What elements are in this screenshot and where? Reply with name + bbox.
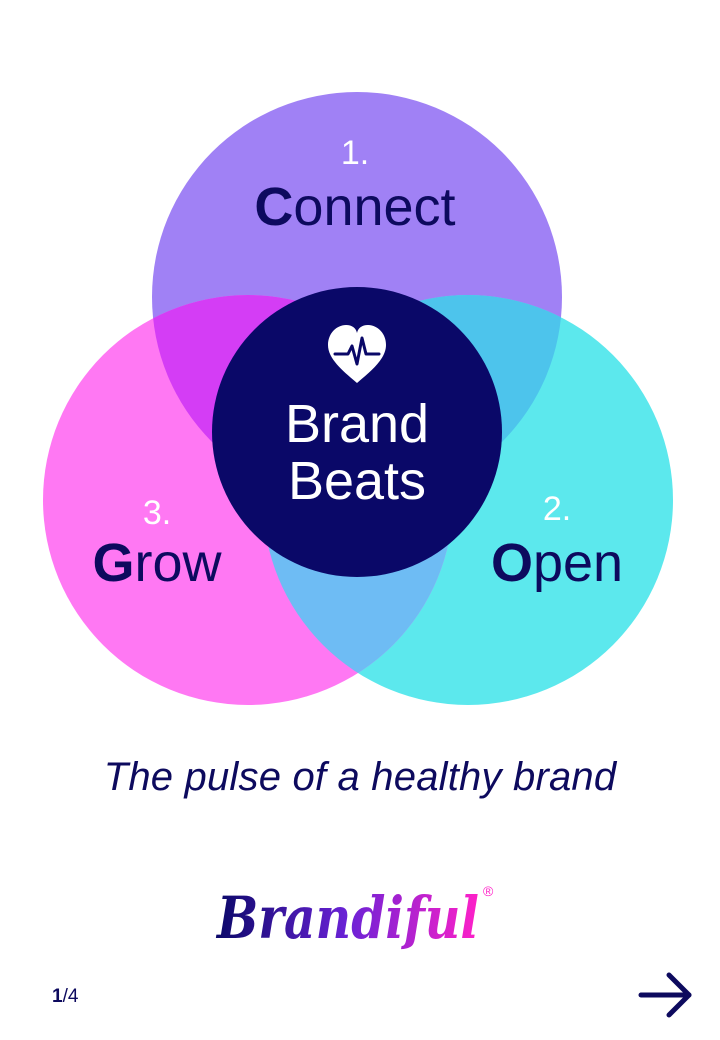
center-title-line2: Beats: [288, 451, 426, 511]
page-indicator: 1/4: [52, 986, 78, 1008]
open-number: 2.: [543, 490, 571, 528]
center-circle: [212, 287, 502, 577]
grow-initial: G: [92, 533, 134, 593]
arrow-right-icon: [638, 972, 692, 1018]
connect-label: Connect: [254, 177, 455, 237]
open-initial: O: [491, 533, 533, 593]
heart-pulse-icon: [328, 325, 386, 383]
page-total: /4: [62, 986, 79, 1007]
open-rest: pen: [533, 533, 623, 593]
logo-wordmark: Brandiful: [215, 884, 479, 952]
grow-label: Grow: [92, 533, 222, 593]
connect-initial: C: [254, 177, 293, 237]
center-title-line1: Brand: [285, 394, 429, 454]
logo-registered-mark: ®: [483, 883, 494, 899]
venn-diagram: Brand Beats 1. Connect 2. Open 3. Grow: [43, 92, 673, 705]
grow-number: 3.: [143, 494, 171, 532]
tagline: The pulse of a healthy brand: [103, 755, 617, 799]
connect-number: 1.: [341, 134, 369, 172]
connect-rest: onnect: [293, 177, 455, 237]
open-label: Open: [491, 533, 623, 593]
page-current: 1: [52, 986, 63, 1007]
grow-rest: row: [135, 533, 223, 593]
next-button[interactable]: [635, 968, 697, 1022]
brandiful-logo: Brandiful ®: [215, 883, 494, 952]
